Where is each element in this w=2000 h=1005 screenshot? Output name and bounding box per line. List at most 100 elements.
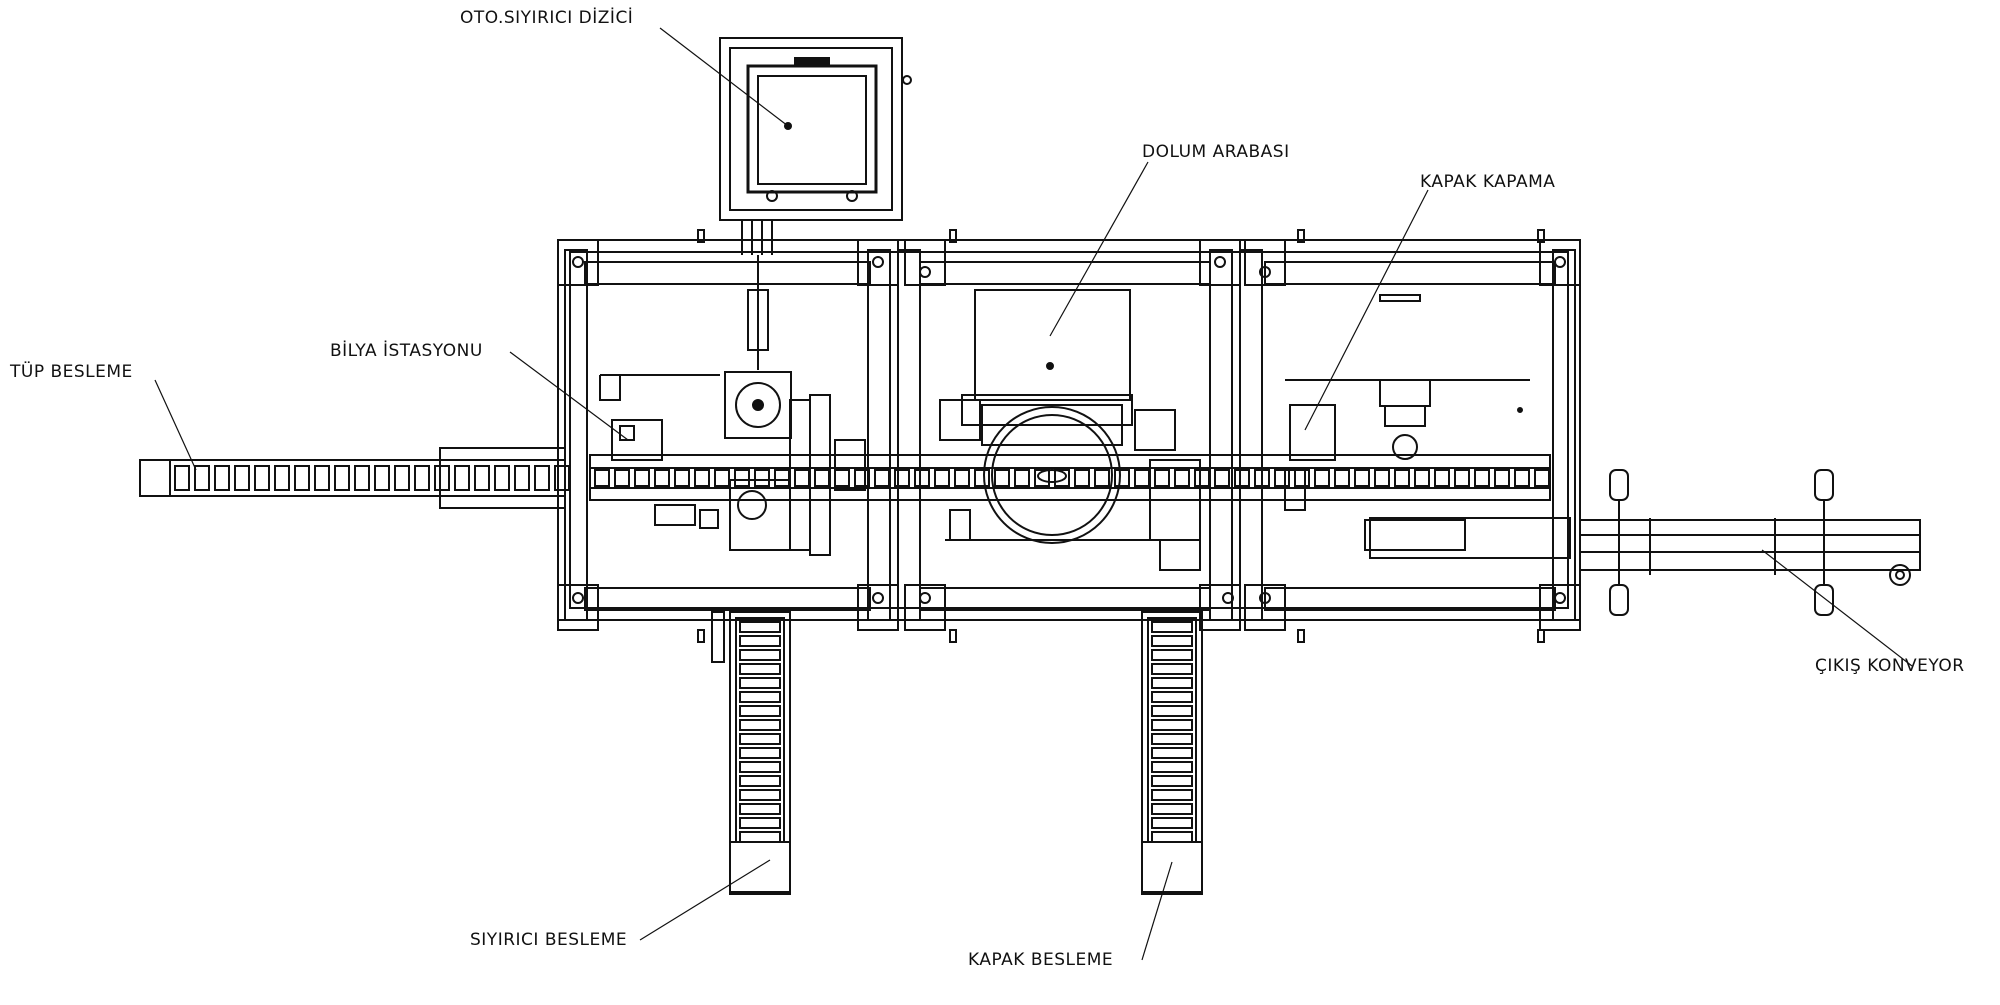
chain-link: [434, 465, 450, 491]
chain-link: [874, 469, 890, 487]
chain-link: [1494, 469, 1510, 487]
chain-link: [914, 469, 930, 487]
siyirici-feed-slots: [739, 621, 781, 843]
chain-link: [1014, 469, 1030, 487]
feed-slot: [1151, 691, 1193, 703]
feed-slot: [739, 677, 781, 689]
feed-slot: [1151, 747, 1193, 759]
main-frame: [557, 229, 1581, 643]
chain-link: [294, 465, 310, 491]
chain-link: [814, 469, 830, 487]
chain-link: [714, 469, 730, 487]
kapak-kapama-unit: [1284, 294, 1523, 551]
feed-slot: [1151, 621, 1193, 633]
feed-slot: [739, 663, 781, 675]
chain-link: [974, 469, 990, 487]
chain-link: [1294, 469, 1310, 487]
feed-slot: [1151, 817, 1193, 829]
chain-link: [474, 465, 490, 491]
chain-link: [1354, 469, 1370, 487]
feed-slot: [1151, 761, 1193, 773]
chain-link: [1394, 469, 1410, 487]
chain-link: [1534, 469, 1550, 487]
chain-link: [174, 465, 190, 491]
chain-link: [1434, 469, 1450, 487]
oto-siyirici-dizici-unit: [719, 37, 912, 370]
label-kapak-kapama: KAPAK KAPAMA: [1420, 172, 1556, 192]
chain-link: [1274, 469, 1290, 487]
chain-link: [514, 465, 530, 491]
label-siyirici-besleme: SIYIRICI BESLEME: [470, 930, 628, 950]
chain-link: [1334, 469, 1350, 487]
chain-link: [994, 469, 1010, 487]
chain-link: [1254, 469, 1270, 487]
chain-link: [254, 465, 270, 491]
chain-link: [614, 469, 630, 487]
chain-link: [214, 465, 230, 491]
feed-slot: [739, 705, 781, 717]
feed-slot: [739, 635, 781, 647]
chain-link: [894, 469, 910, 487]
chain-link: [934, 469, 950, 487]
chain-link: [1054, 469, 1070, 487]
cikis-konveyor-unit: [1369, 469, 1921, 616]
chain-link: [274, 465, 290, 491]
feed-slot: [739, 803, 781, 815]
label-oto-siyirici-dizici: OTO.SIYIRICI DİZİCİ: [460, 8, 634, 28]
chain-link: [1314, 469, 1330, 487]
chain-link: [1114, 469, 1130, 487]
chain-link: [1034, 469, 1050, 487]
chain-link: [494, 465, 510, 491]
chain-link: [1074, 469, 1090, 487]
chain-link: [1154, 469, 1170, 487]
chain-link: [854, 469, 870, 487]
main-conveyor: [139, 447, 1551, 509]
feed-slot: [1151, 775, 1193, 787]
chain-link: [534, 465, 550, 491]
chain-link: [374, 465, 390, 491]
chain-link: [1414, 469, 1430, 487]
chain-link: [674, 469, 690, 487]
dolum-arabasi-unit: [939, 289, 1201, 571]
chain-link: [1374, 469, 1390, 487]
label-bilya-istasyonu: BİLYA İSTASYONU: [330, 341, 483, 361]
feed-slot: [739, 719, 781, 731]
feed-slot: [1151, 663, 1193, 675]
feed-slot: [1151, 677, 1193, 689]
chain-link: [954, 469, 970, 487]
feed-slot: [739, 747, 781, 759]
chain-link: [774, 469, 790, 487]
feed-slot: [739, 831, 781, 843]
feed-slot: [1151, 635, 1193, 647]
chain-link: [394, 465, 410, 491]
chain-link: [654, 469, 670, 487]
chain-link: [1174, 469, 1190, 487]
chain-link: [1234, 469, 1250, 487]
chain-link: [1214, 469, 1230, 487]
chain-link: [694, 469, 710, 487]
conveyor-chain-links: [174, 465, 1550, 491]
chain-link: [1134, 469, 1150, 487]
feed-slot: [739, 691, 781, 703]
feed-slot: [739, 789, 781, 801]
chain-link: [354, 465, 370, 491]
feed-slot: [739, 817, 781, 829]
chain-link: [634, 469, 650, 487]
feed-slot: [1151, 719, 1193, 731]
chain-link: [1194, 469, 1210, 487]
chain-link: [1514, 469, 1530, 487]
siyirici-besleme-unit: [711, 611, 791, 895]
chain-link: [794, 469, 810, 487]
feed-slot: [739, 775, 781, 787]
label-dolum-arabasi: DOLUM ARABASI: [1142, 142, 1290, 162]
chain-link: [314, 465, 330, 491]
chain-link: [734, 469, 750, 487]
leader-lines: [154, 27, 1913, 961]
kapak-feed-slots: [1151, 621, 1193, 843]
chain-link: [554, 465, 570, 491]
chain-link: [454, 465, 470, 491]
label-tup-besleme: TÜP BESLEME: [10, 362, 133, 382]
chain-link: [194, 465, 210, 491]
